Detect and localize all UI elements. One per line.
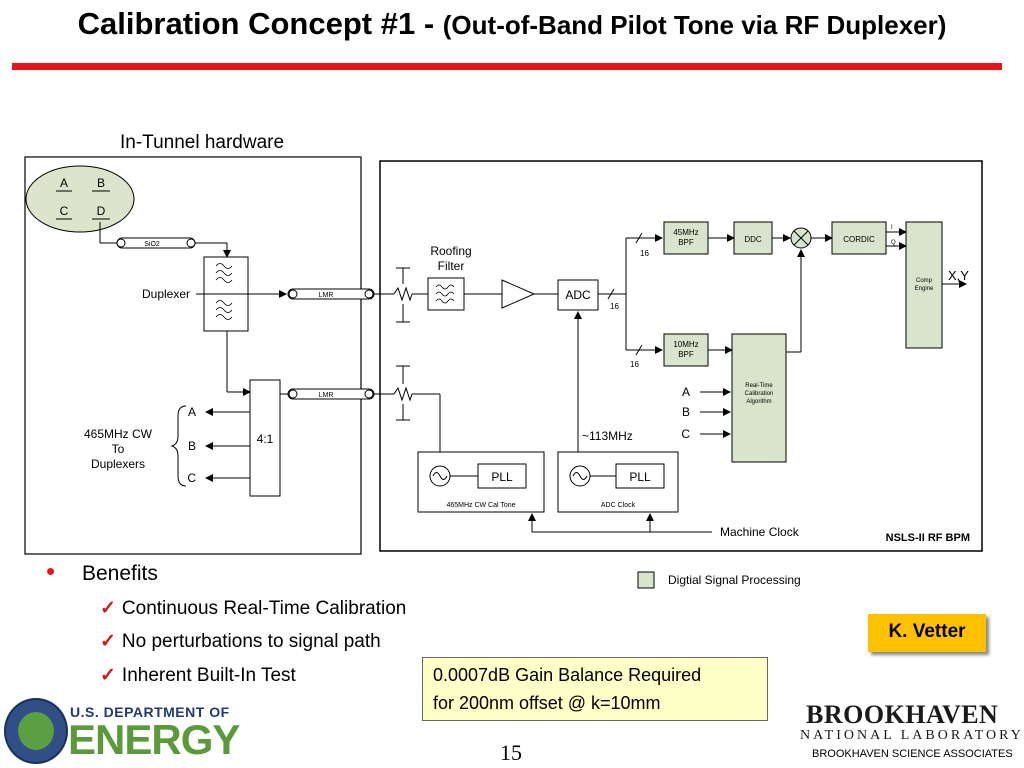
bnl-name: BROOKHAVEN (806, 700, 999, 729)
benefit-item: ✓No perturbations to signal path (100, 630, 381, 653)
benefit-text: No perturbations to signal path (121, 631, 381, 652)
cal-pll-block (477, 463, 527, 489)
roofing-filter-block (427, 277, 465, 311)
ddc-label: DDC (744, 235, 762, 244)
check-icon: ✓ (100, 598, 116, 619)
title-sub: (Out-of-Band Pilot Tone via RF Duplexer) (442, 10, 947, 40)
cw-label-line1: 465MHz CW (84, 427, 153, 441)
roofing-filter-icon (435, 284, 455, 304)
cordic-block (831, 221, 887, 255)
ddc-block (733, 221, 773, 255)
cw-label-line3: Duplexers (91, 457, 145, 471)
adc-bus-width: 16 (610, 302, 619, 311)
splitter-label: 4:1 (257, 432, 274, 446)
gain-note-box: 0.0007dB Gain Balance Required for 200nm… (422, 657, 768, 721)
cw-brace (170, 405, 187, 487)
rtca-label-line3: Algorithm (746, 399, 771, 405)
electrode-b-label: B (97, 176, 105, 190)
check-icon: ✓ (100, 665, 116, 686)
duplexer-label: Duplexer (142, 287, 190, 301)
bpf10-label-line1: 10MHz (673, 340, 698, 349)
rtca-block (731, 333, 787, 463)
title-divider (12, 63, 1002, 70)
adc-clock-label: ADC Clock (601, 502, 636, 509)
attenuator-2 (393, 386, 413, 402)
comp-engine-block (905, 221, 943, 349)
cal-pll-label: PLL (491, 470, 513, 484)
q-label: Q (891, 240, 896, 246)
bullet-icon: • (46, 556, 56, 586)
adc-label: ADC (565, 288, 591, 302)
roofing-label-line2: Filter (438, 259, 465, 273)
roofing-label-line1: Roofing (430, 244, 471, 258)
attenuator-1 (393, 286, 413, 302)
duplexer-filter-icon (215, 263, 233, 320)
machine-clock-label: Machine Clock (720, 525, 800, 539)
splitter-block (249, 379, 281, 497)
rtca-input-b: B (682, 405, 690, 419)
benefit-item: ✓Continuous Real-Time Calibration (100, 597, 406, 620)
benefits-label: Benefits (82, 562, 158, 585)
amplifier-icon (501, 279, 536, 309)
legend-label: Digtial Signal Processing (668, 573, 801, 587)
author-badge: K. Vetter (868, 614, 986, 652)
bnl-lab: NATIONAL LABORATORY (800, 728, 1024, 743)
adc-pll-label: PLL (629, 470, 651, 484)
bnl-associates: BROOKHAVEN SCIENCE ASSOCIATES (812, 748, 1013, 760)
doe-department-text: U.S. DEPARTMENT OF (70, 704, 230, 720)
gain-note-line2: for 200nm offset @ k=10mm (433, 693, 661, 713)
legend-swatch (637, 571, 655, 589)
page-title: Calibration Concept #1 - (Out-of-Band Pi… (0, 6, 1024, 42)
adc-block (557, 279, 599, 311)
bpm-label: NSLS-II RF BPM (886, 532, 970, 544)
lmr-label-1: LMR (319, 292, 334, 299)
rtca-input-c: C (681, 427, 690, 441)
bpf45-label-line2: BPF (678, 238, 694, 247)
rtca-label-line1: Real-Time (745, 383, 773, 389)
in-tunnel-frame (24, 156, 362, 555)
i-label: I (891, 225, 893, 231)
bpm-block-diagram: A B C D SiO2 Duplexer LMR 4:1 A B C 465M… (24, 156, 983, 589)
bpf45-label-line1: 45MHz (673, 228, 698, 237)
comp-engine-label-line2: Engine (915, 286, 934, 292)
splitter-out-a: A (188, 405, 196, 419)
comp-engine-label-line1: Comp (916, 278, 933, 284)
electrode-ellipse (25, 165, 135, 233)
sio2-label: SiO2 (144, 241, 160, 248)
adc-clock-freq: ~113MHz (582, 429, 633, 443)
electrode-c-label: C (60, 204, 69, 218)
rtca-label-line2: Calibration (745, 391, 774, 397)
cw-label-line2: To (112, 442, 125, 456)
bus-width-45: 16 (640, 249, 649, 258)
check-icon: ✓ (100, 631, 116, 652)
doe-energy-text: ENERGY (68, 716, 240, 763)
title-main: Calibration Concept #1 - (77, 6, 443, 41)
benefit-item: ✓Inherent Built-In Test (100, 664, 296, 687)
splitter-out-b: B (188, 439, 196, 453)
electrode-a-label: A (60, 176, 68, 190)
page-number: 15 (500, 740, 522, 765)
doe-seal-logo (4, 698, 68, 764)
lmr-label-2: LMR (319, 392, 334, 399)
rtca-input-a: A (682, 385, 690, 399)
bpf10-label-line2: BPF (678, 350, 694, 359)
benefit-text: Inherent Built-In Test (121, 665, 296, 686)
bus-width-10: 16 (630, 360, 639, 369)
xy-output-label: X,Y (948, 268, 969, 283)
cordic-label: CORDIC (843, 235, 875, 244)
benefit-text: Continuous Real-Time Calibration (121, 598, 407, 619)
adc-pll-block (615, 463, 665, 489)
bpf45-block (663, 221, 709, 255)
gain-note-line1: 0.0007dB Gain Balance Required (433, 665, 702, 685)
electrode-d-label: D (97, 204, 106, 218)
cal-tone-label: 465MHz CW Cal Tone (446, 502, 515, 509)
splitter-out-c: C (187, 471, 196, 485)
in-tunnel-label: In-Tunnel hardware (120, 132, 285, 153)
